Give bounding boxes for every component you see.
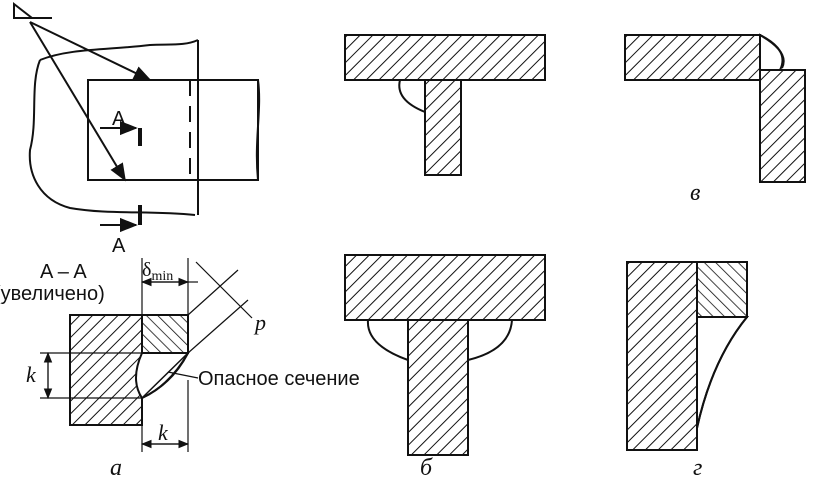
weld-fillet-right bbox=[467, 319, 514, 362]
section-subtitle: (увеличено) bbox=[0, 283, 105, 305]
weld-fillet-left bbox=[366, 319, 409, 362]
t-joint-double bbox=[344, 254, 546, 456]
delta-min-label: δmin bbox=[142, 259, 173, 284]
leader-line bbox=[29, 21, 126, 182]
weld-fillet bbox=[398, 79, 426, 114]
web-plate bbox=[407, 319, 469, 456]
right-plate bbox=[696, 261, 748, 318]
caption-b: б bbox=[420, 455, 433, 480]
horizontal-plate bbox=[624, 34, 761, 81]
web-plate bbox=[424, 79, 462, 176]
weld-fillet bbox=[696, 316, 750, 429]
caption-g: г bbox=[693, 455, 702, 480]
dim-k-horizontal: k bbox=[158, 420, 169, 445]
weld-fillet bbox=[759, 33, 784, 71]
section-title: A – A bbox=[40, 261, 87, 283]
t-joint-single bbox=[344, 34, 546, 176]
vertical-plate bbox=[759, 69, 806, 183]
left-plate bbox=[626, 261, 698, 451]
side-joint bbox=[626, 261, 750, 451]
dim-p: p bbox=[253, 310, 266, 335]
base-plate bbox=[69, 314, 143, 426]
upper-plate-outline bbox=[28, 59, 196, 216]
section-aa bbox=[40, 258, 253, 452]
plan-view bbox=[13, 1, 261, 233]
flange-plate bbox=[344, 34, 546, 81]
caption-a: а bbox=[110, 455, 122, 480]
section-marker-bottom: A bbox=[112, 235, 126, 257]
weld-symbol bbox=[13, 1, 35, 19]
critical-section-callout: Опасное сечение bbox=[198, 368, 360, 390]
corner-joint bbox=[624, 33, 806, 183]
dim-k-vertical: k bbox=[26, 362, 37, 387]
flange-plate bbox=[344, 254, 546, 321]
section-marker-top: A bbox=[112, 108, 126, 130]
lower-plate bbox=[87, 79, 259, 181]
top-plate-section bbox=[141, 314, 189, 354]
caption-v: в bbox=[690, 180, 700, 206]
